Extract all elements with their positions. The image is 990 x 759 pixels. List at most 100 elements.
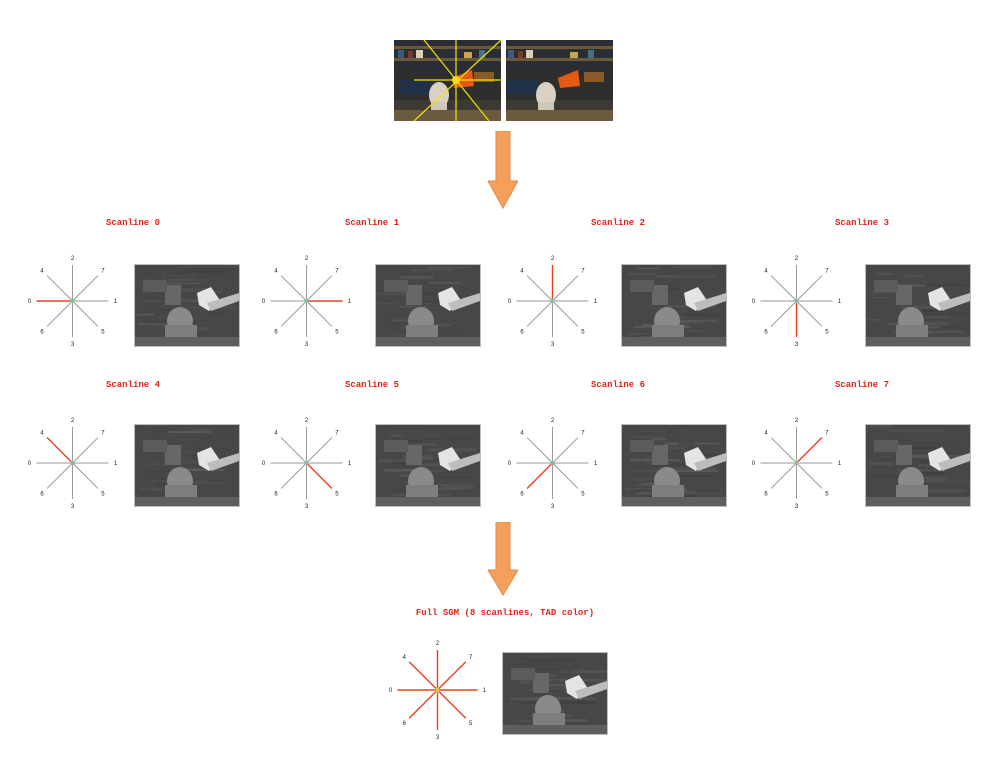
direction-label-0: 0 <box>262 461 266 467</box>
direction-label-4: 4 <box>520 431 524 437</box>
direction-line-4 <box>526 275 553 302</box>
direction-label-7: 7 <box>469 655 473 661</box>
direction-label-5: 5 <box>335 491 339 497</box>
direction-label-0: 0 <box>508 461 512 467</box>
direction-label-4: 4 <box>403 655 407 661</box>
direction-label-1: 1 <box>594 461 598 467</box>
center-pixel-icon <box>794 298 799 304</box>
direction-label-0: 0 <box>28 299 32 305</box>
scanline-disparity-map <box>865 264 971 347</box>
scanline-title: Scanline 1 <box>344 218 399 228</box>
direction-label-5: 5 <box>335 329 339 335</box>
direction-label-2: 2 <box>305 256 309 262</box>
direction-label-7: 7 <box>335 269 339 275</box>
direction-label-5: 5 <box>581 329 585 335</box>
direction-label-2: 2 <box>305 418 309 424</box>
center-pixel-icon <box>70 298 75 304</box>
direction-line-4 <box>46 437 73 464</box>
direction-label-1: 1 <box>114 299 118 305</box>
scanline-title: Scanline 3 <box>834 218 889 228</box>
direction-line-6 <box>770 462 797 489</box>
direction-label-3: 3 <box>305 504 309 509</box>
direction-label-3: 3 <box>71 342 75 347</box>
direction-label-1: 1 <box>594 299 598 305</box>
direction-line-6 <box>526 300 553 327</box>
direction-line-4 <box>280 437 307 464</box>
direction-label-0: 0 <box>752 461 756 467</box>
direction-line-4 <box>408 661 438 691</box>
direction-label-7: 7 <box>825 269 829 275</box>
direction-label-7: 7 <box>581 431 585 437</box>
scanline-direction-compass: 0 1 2 3 4 5 6 7 <box>505 417 600 509</box>
scanline-title: Scanline 5 <box>344 380 399 390</box>
scanline-title: Scanline 6 <box>590 380 645 390</box>
direction-line-6 <box>46 462 73 489</box>
direction-label-4: 4 <box>40 431 44 437</box>
direction-line-7 <box>796 437 823 464</box>
direction-line-6 <box>280 300 307 327</box>
direction-label-5: 5 <box>825 491 829 497</box>
direction-label-2: 2 <box>551 256 555 262</box>
direction-label-5: 5 <box>101 329 105 335</box>
direction-line-7 <box>437 661 467 691</box>
direction-label-6: 6 <box>274 491 278 497</box>
center-pixel-icon <box>550 298 555 304</box>
direction-label-6: 6 <box>520 329 524 335</box>
direction-line-7 <box>72 275 99 302</box>
scanline-disparity-map <box>375 424 481 507</box>
direction-line-4 <box>770 275 797 302</box>
direction-line-6 <box>46 300 73 327</box>
direction-label-0: 0 <box>752 299 756 305</box>
direction-label-5: 5 <box>101 491 105 497</box>
direction-label-1: 1 <box>348 299 352 305</box>
direction-label-6: 6 <box>764 491 768 497</box>
direction-line-6 <box>526 462 553 489</box>
direction-label-4: 4 <box>520 269 524 275</box>
direction-line-4 <box>46 275 73 302</box>
direction-label-3: 3 <box>551 504 555 509</box>
direction-label-2: 2 <box>795 256 799 262</box>
direction-label-6: 6 <box>520 491 524 497</box>
center-pixel-icon <box>304 460 309 466</box>
scanline-disparity-map <box>134 264 240 347</box>
direction-line-6 <box>408 689 438 719</box>
stereo-left-image <box>394 40 501 121</box>
direction-label-5: 5 <box>581 491 585 497</box>
direction-line-7 <box>306 275 333 302</box>
scanline-title: Scanline 2 <box>590 218 645 228</box>
direction-label-7: 7 <box>335 431 339 437</box>
direction-label-1: 1 <box>838 299 842 305</box>
direction-label-2: 2 <box>71 418 75 424</box>
direction-label-7: 7 <box>101 431 105 437</box>
direction-line-5 <box>552 462 579 489</box>
direction-label-6: 6 <box>764 329 768 335</box>
scanline-disparity-map <box>375 264 481 347</box>
direction-label-0: 0 <box>28 461 32 467</box>
direction-label-4: 4 <box>764 431 768 437</box>
direction-label-4: 4 <box>274 269 278 275</box>
direction-label-2: 2 <box>71 256 75 262</box>
direction-line-7 <box>306 437 333 464</box>
direction-label-6: 6 <box>40 329 44 335</box>
direction-label-0: 0 <box>508 299 512 305</box>
direction-label-1: 1 <box>483 688 487 694</box>
down-arrow-icon <box>487 521 519 600</box>
direction-label-3: 3 <box>795 504 799 509</box>
direction-line-4 <box>280 275 307 302</box>
direction-line-5 <box>437 689 467 719</box>
direction-label-6: 6 <box>403 721 407 727</box>
direction-line-7 <box>796 275 823 302</box>
direction-label-7: 7 <box>101 269 105 275</box>
center-pixel-icon <box>304 298 309 304</box>
direction-label-6: 6 <box>40 491 44 497</box>
direction-label-5: 5 <box>825 329 829 335</box>
direction-label-2: 2 <box>551 418 555 424</box>
direction-label-0: 0 <box>389 688 393 694</box>
